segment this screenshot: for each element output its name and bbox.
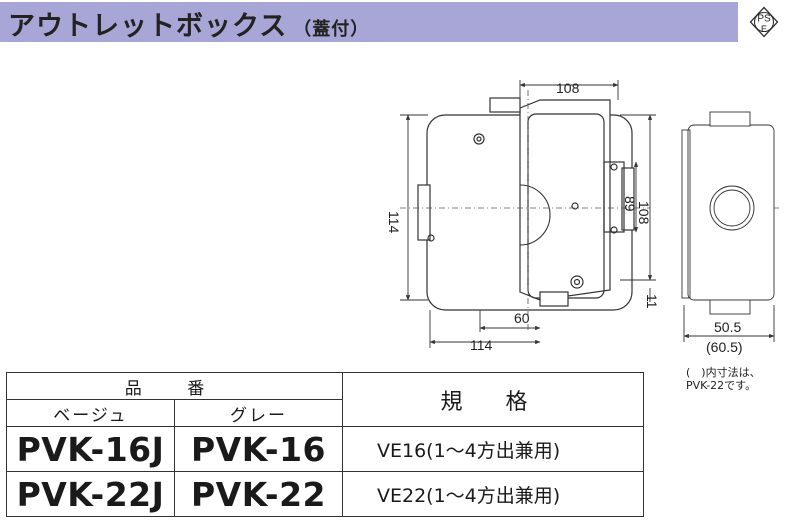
cell-gray: PVK-22	[174, 471, 343, 517]
pse-mark-icon: PS E	[749, 6, 779, 38]
pse-mark-bottom: E	[761, 24, 767, 34]
header-gray: グレー	[174, 399, 343, 427]
pse-mark-top: PS	[757, 14, 771, 25]
dim-height-left: 114	[386, 211, 402, 234]
cell-spec: VE16(1～4方出兼用)	[342, 426, 644, 472]
header: アウトレットボックス（蓋付） PS E	[0, 0, 796, 44]
front-view	[417, 97, 635, 311]
cell-beige: PVK-22J	[6, 471, 175, 517]
dim-bottom-114: 114	[470, 337, 493, 353]
dimension-note: ( )内寸法は、 PVK-22です。	[686, 366, 761, 392]
cell-spec: VE22(1～4方出兼用)	[342, 471, 644, 517]
page-title: アウトレットボックス（蓋付）	[8, 4, 369, 43]
header-product-number: 品 番	[6, 372, 343, 400]
dim-small-11: 11	[644, 294, 660, 309]
cell-gray: PVK-16	[174, 426, 343, 472]
dim-side-depth: 50.5	[714, 319, 741, 335]
header-band	[0, 2, 738, 42]
note-line-2: PVK-22です。	[686, 379, 757, 392]
product-spec-table: 品 番 規 格 ベージュ グレー PVK-16J PVK-16 VE16(1～4…	[6, 372, 644, 517]
dim-width-top: 108	[556, 80, 580, 96]
note-line-1: ( )内寸法は、	[686, 366, 761, 379]
dimension-lines	[400, 80, 775, 348]
table-row: PVK-16J PVK-16 VE16(1～4方出兼用)	[6, 426, 644, 472]
dimension-labels: 108 114 89 108 60 114 11 50.5 (60.5)	[386, 80, 743, 355]
technical-drawing: 108 114 89 108 60 114 11 50.5 (60.5)	[386, 80, 780, 355]
table-row: PVK-22J PVK-22 VE22(1～4方出兼用)	[6, 471, 644, 517]
table-header-row: 品 番 規 格	[6, 372, 644, 427]
cell-beige: PVK-16J	[6, 426, 175, 472]
side-view	[681, 111, 775, 315]
dim-inner-89: 89	[622, 196, 638, 212]
title-subtitle: （蓋付）	[293, 19, 370, 40]
dim-bottom-60: 60	[514, 310, 530, 326]
dim-height-right: 108	[636, 201, 652, 225]
header-beige: ベージュ	[6, 399, 175, 427]
dim-side-depth-alt: (60.5)	[706, 339, 743, 355]
title-text: アウトレットボックス	[8, 11, 288, 42]
header-spec: 規 格	[342, 372, 644, 427]
